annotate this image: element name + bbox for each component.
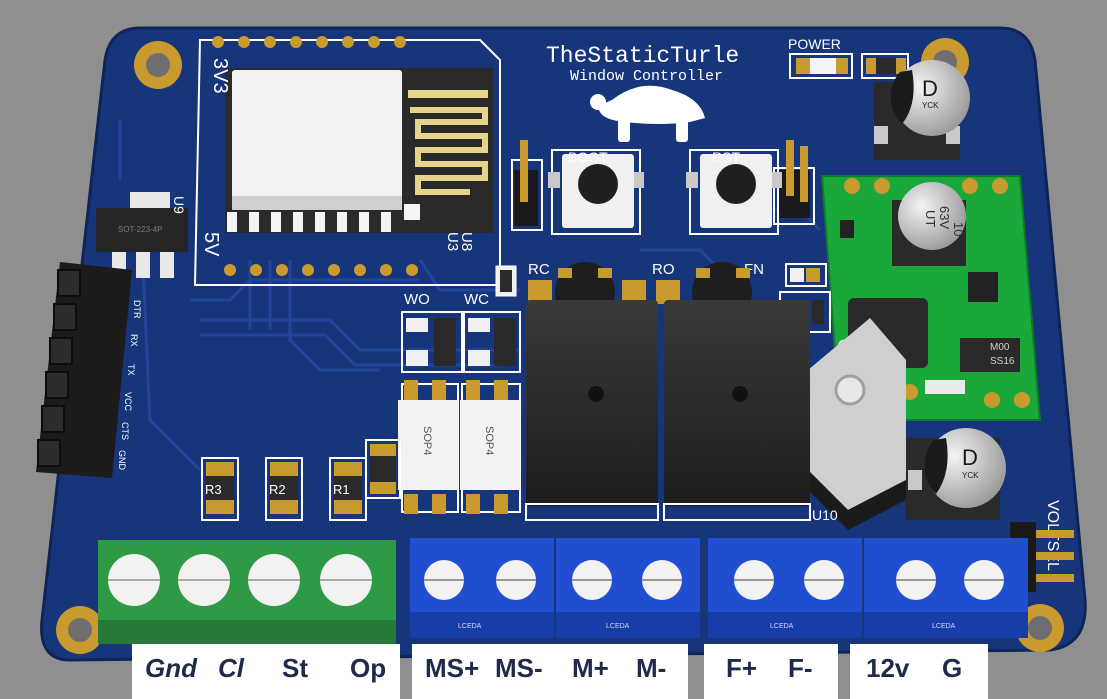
label-gnd-terminal: Gnd [145, 653, 198, 683]
label-ms-minus: MS- [495, 653, 543, 683]
capacitor-top-mark: D [922, 76, 938, 101]
diode-part: SS16 [990, 356, 1015, 367]
terminal-blue-4: LCEDA [864, 538, 1028, 638]
label-m-plus: M+ [572, 653, 609, 683]
board-title: TheStaticTurle [546, 43, 739, 69]
esp-header-pads [212, 36, 418, 276]
relay-left [525, 300, 659, 521]
led-wo [401, 311, 463, 373]
terminal-blue-3: LCEDA [708, 538, 862, 638]
header-pin-labels: DTR RX TX VCC CTS GND [117, 300, 142, 471]
optocoupler-right: SOP4 [460, 380, 521, 514]
label-r1: R1 [333, 482, 350, 497]
label-3v3: 3V3 [209, 58, 231, 94]
terminal-label-strip [132, 644, 988, 699]
resistor-r2: R2 [265, 457, 303, 521]
reset-button-label: RST [712, 149, 740, 165]
capacitor-top: D YCK [874, 60, 970, 160]
label-wo: WO [404, 291, 430, 308]
label-u3: U3 [444, 232, 461, 251]
terminal-green [98, 540, 396, 644]
terminal-blue-3-brand: LCEDA [770, 623, 794, 630]
label-5v: 5V [200, 232, 222, 257]
relay-right [663, 300, 811, 521]
label-u8: U8 [458, 232, 475, 251]
programming-header [36, 262, 132, 478]
label-cl-terminal: Cl [218, 653, 245, 683]
label-cts: CTS [120, 422, 130, 440]
esp-module-outline [193, 39, 501, 286]
resistor-r1: R1 [329, 457, 367, 521]
board-subtitle: Window Controller [570, 68, 723, 85]
label-st-terminal: St [282, 653, 308, 683]
label-u9: U9 [171, 196, 187, 214]
label-12v: 12v [866, 653, 910, 683]
optocoupler-left-text: SOP4 [421, 426, 433, 455]
label-rx: RX [129, 334, 139, 347]
label-op-terminal: Op [350, 653, 386, 683]
label-u10: U10 [812, 507, 838, 523]
resistor-r3: R3 [201, 457, 239, 521]
optocoupler-left: SOP4 [398, 380, 459, 514]
label-r3: R3 [205, 482, 222, 497]
terminal-blue-4-brand: LCEDA [932, 623, 956, 630]
capacitor-bottom-brand: YCK [962, 471, 979, 480]
optocoupler-right-text: SOP4 [483, 426, 495, 455]
label-m-minus: M- [636, 653, 666, 683]
label-power: POWER [788, 36, 841, 52]
label-gnd: GND [117, 450, 127, 471]
boot-button-label: BOOT [568, 149, 608, 165]
buck-cap-brand: UT [923, 210, 938, 227]
terminal-blue-2-brand: LCEDA [606, 623, 630, 630]
power-led [789, 53, 853, 79]
buck-cap-value: 10 [951, 222, 966, 236]
capacitor-bottom: D YCK [906, 428, 1006, 520]
capacitor-bottom-mark: D [962, 445, 978, 470]
label-tx: TX [126, 364, 136, 376]
buck-cap-voltage: 63V [937, 206, 952, 229]
regulator-u9: SOT-223-4P [96, 192, 188, 278]
capacitor-top-brand: YCK [922, 101, 939, 110]
label-ro: RO [652, 261, 675, 278]
label-dtr: DTR [132, 300, 142, 319]
label-wc: WC [464, 291, 489, 308]
turtle-logo-icon [590, 85, 705, 142]
jumper-left [511, 140, 543, 231]
to220-regulator [808, 318, 906, 530]
reset-button: RST [686, 149, 782, 235]
label-rc: RC [528, 261, 550, 278]
esp-wifi-module [225, 68, 493, 233]
label-f-plus: F+ [726, 653, 757, 683]
mounting-hole-bottom-left [56, 606, 104, 654]
jumper-right [773, 140, 815, 225]
terminal-blue-2: LCEDA [556, 538, 700, 638]
smd-resistor-top [861, 53, 909, 79]
regulator-text: SOT-223-4P [118, 225, 162, 234]
label-vcc: VCC [123, 392, 133, 412]
smd-cap-small [365, 439, 401, 499]
label-ms-plus: MS+ [425, 653, 479, 683]
boot-button: BOOT [548, 149, 644, 235]
label-f-minus: F- [788, 653, 813, 683]
label-r2: R2 [269, 482, 286, 497]
terminal-blue-1-brand: LCEDA [458, 623, 482, 630]
diode-mark: M00 [990, 342, 1010, 353]
mounting-hole-top-left [134, 41, 182, 89]
label-g: G [942, 653, 962, 683]
terminal-blue-1: LCEDA [410, 538, 554, 638]
led-wc [463, 311, 521, 373]
